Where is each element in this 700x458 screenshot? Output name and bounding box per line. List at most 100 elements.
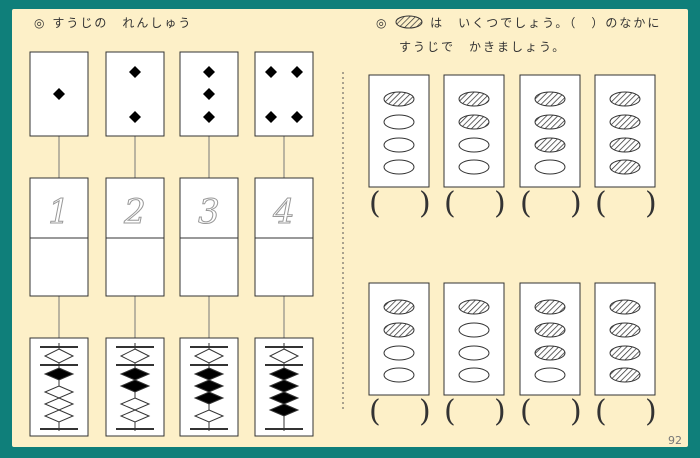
answer-blank[interactable] bbox=[605, 395, 645, 425]
empty-oval bbox=[383, 345, 415, 361]
write-box[interactable] bbox=[29, 237, 89, 297]
hatched-oval bbox=[383, 91, 415, 107]
answer-paren-open: ( bbox=[595, 394, 607, 429]
hatched-oval bbox=[609, 367, 641, 383]
write-box[interactable] bbox=[254, 237, 314, 297]
instruction-line-1: は いくつでしょう。（ ）のなかに bbox=[430, 16, 662, 30]
abacus-five-bead bbox=[193, 348, 225, 364]
right-header: ◎ は いくつでしょう。（ ）のなかに bbox=[376, 14, 661, 31]
empty-oval bbox=[383, 137, 415, 153]
diamond-dot bbox=[265, 111, 277, 123]
diamond-dot bbox=[291, 66, 303, 78]
page-number: 92 bbox=[668, 434, 682, 447]
answer-paren-close: ) bbox=[570, 394, 582, 429]
answer-paren-open: ( bbox=[369, 394, 381, 429]
hatched-oval bbox=[609, 322, 641, 338]
answer-paren-close: ) bbox=[570, 186, 582, 221]
answer-paren-close: ) bbox=[419, 394, 431, 429]
trace-box bbox=[105, 177, 165, 239]
trace-box bbox=[254, 177, 314, 239]
hatched-oval bbox=[534, 299, 566, 315]
diamond-dot bbox=[203, 111, 215, 123]
abacus-bead bbox=[193, 409, 225, 423]
left-header: ◎ すうじの れんしゅう bbox=[34, 14, 192, 31]
hatched-oval bbox=[458, 114, 490, 130]
answer-blank[interactable] bbox=[605, 187, 645, 217]
answer-blank[interactable] bbox=[454, 187, 494, 217]
abacus-bead-set bbox=[43, 367, 75, 381]
empty-oval bbox=[458, 367, 490, 383]
hatched-oval bbox=[609, 137, 641, 153]
answer-paren-close: ) bbox=[419, 186, 431, 221]
hatched-oval bbox=[609, 345, 641, 361]
dot-card bbox=[254, 51, 314, 137]
instruction-line-2: すうじで かきましょう。 bbox=[399, 40, 567, 54]
hatched-oval bbox=[534, 137, 566, 153]
answer-paren-open: ( bbox=[444, 186, 456, 221]
answer-blank[interactable] bbox=[530, 395, 570, 425]
hatched-oval bbox=[609, 159, 641, 175]
abacus-bead bbox=[119, 409, 151, 423]
answer-paren-open: ( bbox=[369, 186, 381, 221]
hatched-oval bbox=[383, 322, 415, 338]
diamond-dot bbox=[129, 111, 141, 123]
empty-oval bbox=[383, 367, 415, 383]
hatched-oval bbox=[534, 91, 566, 107]
diamond-dot bbox=[53, 88, 65, 100]
hatched-oval-icon bbox=[395, 15, 423, 29]
answer-paren-close: ) bbox=[494, 394, 506, 429]
bullseye-icon: ◎ bbox=[376, 16, 389, 30]
left-header-text: すうじの れんしゅう bbox=[52, 16, 193, 30]
answer-paren-open: ( bbox=[520, 186, 532, 221]
empty-oval bbox=[534, 159, 566, 175]
trace-number: 2 bbox=[123, 192, 146, 232]
trace-number: 3 bbox=[198, 192, 220, 232]
abacus-bead-set bbox=[268, 403, 300, 417]
empty-oval bbox=[534, 367, 566, 383]
dot-card bbox=[105, 51, 165, 137]
hatched-oval bbox=[609, 299, 641, 315]
hatched-oval bbox=[534, 345, 566, 361]
hatched-oval bbox=[383, 299, 415, 315]
answer-blank[interactable] bbox=[379, 187, 419, 217]
empty-oval bbox=[458, 159, 490, 175]
diamond-dot bbox=[203, 88, 215, 100]
trace-number: 1 bbox=[48, 192, 70, 232]
answer-paren-open: ( bbox=[520, 394, 532, 429]
abacus-bead-set bbox=[119, 379, 151, 393]
write-box[interactable] bbox=[179, 237, 239, 297]
hatched-oval bbox=[458, 299, 490, 315]
bullseye-icon: ◎ bbox=[34, 16, 47, 30]
diamond-dot bbox=[203, 66, 215, 78]
diamond-dot bbox=[129, 66, 141, 78]
answer-blank[interactable] bbox=[454, 395, 494, 425]
hatched-oval bbox=[609, 91, 641, 107]
empty-oval bbox=[458, 345, 490, 361]
answer-paren-close: ) bbox=[645, 186, 657, 221]
diamond-dot bbox=[291, 111, 303, 123]
answer-blank[interactable] bbox=[379, 395, 419, 425]
abacus-bead-set bbox=[193, 391, 225, 405]
answer-paren-open: ( bbox=[595, 186, 607, 221]
empty-oval bbox=[383, 159, 415, 175]
hatched-oval bbox=[534, 322, 566, 338]
answer-paren-open: ( bbox=[444, 394, 456, 429]
answer-paren-close: ) bbox=[645, 394, 657, 429]
empty-oval bbox=[383, 114, 415, 130]
write-box[interactable] bbox=[105, 237, 165, 297]
hatched-oval bbox=[458, 91, 490, 107]
abacus-bead bbox=[43, 409, 75, 423]
answer-blank[interactable] bbox=[530, 187, 570, 217]
abacus-five-bead bbox=[43, 348, 75, 364]
hatched-oval bbox=[534, 114, 566, 130]
empty-oval bbox=[458, 322, 490, 338]
answer-paren-close: ) bbox=[494, 186, 506, 221]
empty-oval bbox=[458, 137, 490, 153]
trace-number: 4 bbox=[272, 192, 295, 232]
abacus-five-bead bbox=[119, 348, 151, 364]
trace-box bbox=[179, 177, 239, 239]
hatched-oval bbox=[609, 114, 641, 130]
abacus-five-bead bbox=[268, 348, 300, 364]
diamond-dot bbox=[265, 66, 277, 78]
